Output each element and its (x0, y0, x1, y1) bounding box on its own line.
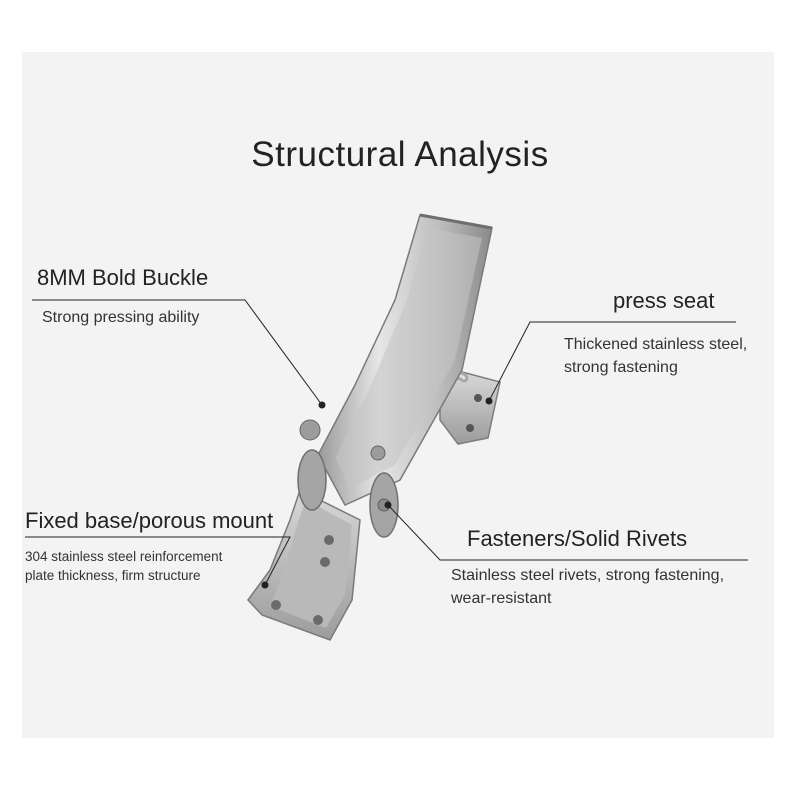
buckle-heading: 8MM Bold Buckle (37, 265, 209, 290)
press-seat-heading: press seat (613, 288, 715, 313)
fixed-base (247, 488, 361, 641)
press-seat-description-line2: strong fastening (564, 359, 678, 376)
buckle-description: Strong pressing ability (42, 309, 200, 326)
page-title: Structural Analysis (251, 135, 549, 174)
base-description-line2: plate thickness, firm structure (25, 568, 201, 583)
rivets-description-line2: wear-resistant (451, 590, 552, 607)
press-seat-description-line1: Thickened stainless steel, (564, 336, 748, 353)
callout-leader-lines (25, 299, 748, 589)
lever-handle (317, 213, 493, 506)
base-heading: Fixed base/porous mount (25, 508, 274, 533)
rivets-description-line1: Stainless steel rivets, strong fastening… (451, 567, 725, 584)
base-description-line1: 304 stainless steel reinforcement (25, 549, 223, 564)
rivets-heading: Fasteners/Solid Rivets (467, 526, 688, 551)
hinge-rivets (297, 419, 399, 538)
